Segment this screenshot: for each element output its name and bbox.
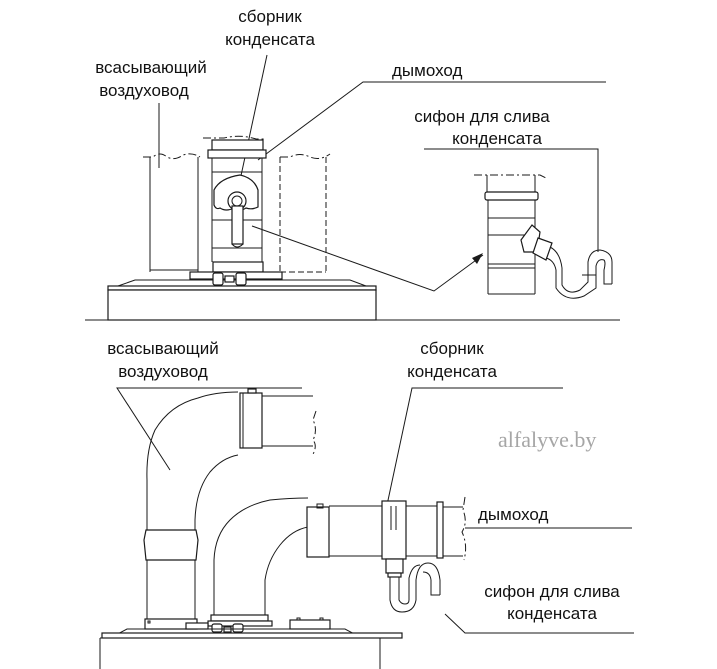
flue-elbow-bottom bbox=[207, 496, 467, 627]
label-condensate-collector-bottom-line1: сборник bbox=[420, 339, 484, 358]
dashed-duct-top bbox=[279, 153, 331, 273]
label-intake-duct-bottom-line2: воздуховод bbox=[118, 362, 208, 381]
leader-intake-duct-bottom bbox=[116, 387, 302, 471]
leader-siphon-bottom bbox=[444, 613, 634, 634]
label-intake-duct-bottom-line1: всасывающий bbox=[107, 339, 219, 358]
label-flue-top: дымоход bbox=[392, 61, 462, 80]
label-flue-bottom: дымоход bbox=[478, 505, 548, 524]
label-intake-duct-top-line2: воздуховод bbox=[99, 81, 189, 100]
boiler-body-top bbox=[85, 272, 620, 321]
leader-lines-bottom bbox=[116, 387, 634, 634]
label-siphon-bottom-line2: конденсата bbox=[507, 604, 597, 623]
label-condensate-collector-top-line2: конденсата bbox=[225, 30, 315, 49]
watermark: alfalyve.by bbox=[498, 427, 596, 452]
top-vertical-installation: сборник конденсата всасывающий воздухово… bbox=[85, 7, 620, 321]
leader-detail-arrow bbox=[251, 225, 484, 292]
label-siphon-bottom-line1: сифон для слива bbox=[484, 582, 620, 601]
label-condensate-collector-bottom-line2: конденсата bbox=[407, 362, 497, 381]
label-intake-duct-top-line1: всасывающий bbox=[95, 58, 207, 77]
label-siphon-top-line1: сифон для слива bbox=[414, 107, 550, 126]
intake-elbow-bottom bbox=[143, 388, 317, 630]
leader-condensate-collector-bottom bbox=[386, 387, 563, 506]
leader-flue-top bbox=[257, 81, 606, 161]
leader-condensate-collector-top bbox=[238, 54, 268, 186]
intake-duct-top bbox=[143, 153, 201, 272]
leader-lines-top bbox=[158, 54, 606, 292]
bottom-horizontal-installation: всасывающий воздуховод сборник конденсат… bbox=[99, 339, 634, 669]
boiler-body-bottom bbox=[99, 617, 403, 669]
leader-siphon-top bbox=[424, 148, 599, 252]
siphon-detail-top bbox=[474, 174, 613, 299]
arrowhead-icon bbox=[472, 253, 483, 264]
label-condensate-collector-top-line1: сборник bbox=[238, 7, 302, 26]
label-siphon-top-line2: конденсата bbox=[452, 129, 542, 148]
flue-pipe-top bbox=[189, 135, 283, 280]
